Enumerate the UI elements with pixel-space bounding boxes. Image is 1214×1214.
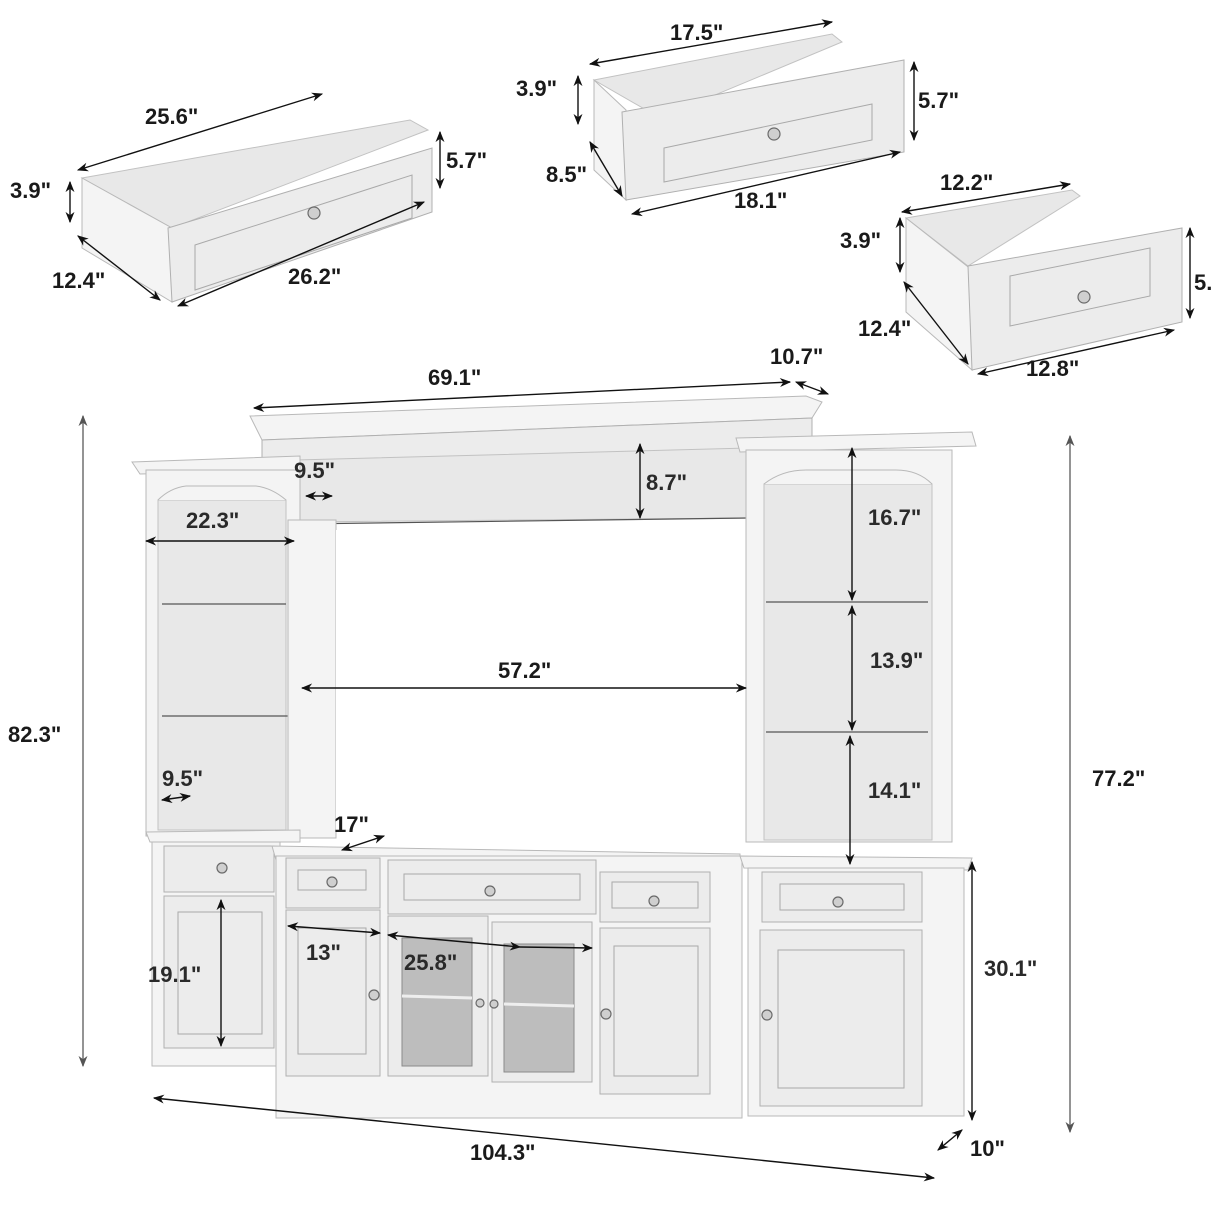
main-unit-dims: 69.1" 10.7" 9.5" 8.7" 22.3" 57.2" 9.5" 1… <box>8 344 1145 1182</box>
tv-opening-width-label: 57.2" <box>498 658 551 683</box>
medium-drawer-front-width: 18.1" <box>734 188 787 213</box>
small-drawer-side-height: 3.9" <box>840 228 881 253</box>
bookcase-height-label: 77.2" <box>1092 766 1145 791</box>
small-drawer-top-width: 12.2" <box>940 170 993 195</box>
side-cabinet-height-label: 30.1" <box>984 956 1037 981</box>
medium-drawer-top-width: 17.5" <box>670 20 723 45</box>
hutch-depth-label: 10.7" <box>770 344 823 369</box>
bookcase-shelf-depth-label: 9.5" <box>162 766 203 791</box>
shelf-height-bottom-label: 14.1" <box>868 778 921 803</box>
large-drawer-dims: 25.6" 3.9" 5.7" 12.4" 26.2" <box>10 92 487 307</box>
door-knob-icon <box>600 1008 612 1020</box>
total-height-label: 82.3" <box>8 722 61 747</box>
glass-doors-width-label: 25.8" <box>404 950 457 975</box>
large-drawer-front-width: 26.2" <box>288 264 341 289</box>
small-drawer-dims: 12.2" 3.9" 5. 12.4" 12.8" <box>840 170 1212 381</box>
medium-drawer-depth: 8.5" <box>546 162 587 187</box>
drawer-knob-icon <box>767 127 781 141</box>
medium-drawer <box>592 33 905 202</box>
small-drawer <box>904 189 1183 372</box>
medium-drawer-side-height: 3.9" <box>516 76 557 101</box>
door-knob-icon <box>475 998 485 1008</box>
drawer-knob-icon <box>307 206 321 220</box>
console-depth-label: 17" <box>334 812 369 837</box>
drawer-knob-icon <box>832 896 844 908</box>
side-door-height-label: 19.1" <box>148 962 201 987</box>
medium-drawer-dims: 17.5" 3.9" 5.7" 8.5" 18.1" <box>516 19 959 217</box>
bookcase-width-label: 22.3" <box>186 508 239 533</box>
right-bookcase-crown <box>735 431 977 453</box>
drawer-knob-icon <box>216 862 228 874</box>
small-drawer-depth: 12.4" <box>858 316 911 341</box>
total-width-label: 104.3" <box>470 1140 535 1165</box>
door-knob-icon <box>368 989 380 1001</box>
hutch-opening-height-label: 8.7" <box>646 470 687 495</box>
small-drawer-front-width: 12.8" <box>1026 356 1079 381</box>
drawer-knob-icon <box>1077 290 1091 304</box>
glass-door-right <box>503 943 575 1073</box>
side-cabinet-depth-label: 10" <box>970 1136 1005 1161</box>
drawer-knob-icon <box>648 895 660 907</box>
drawer-knob-icon <box>484 885 496 897</box>
shelf-height-top-label: 16.7" <box>868 505 921 530</box>
medium-drawer-front-height: 5.7" <box>918 88 959 113</box>
hutch-width-label: 69.1" <box>428 365 481 390</box>
large-drawer-side-height: 3.9" <box>10 178 51 203</box>
glass-door-left <box>401 937 473 1067</box>
small-drawer-front-height: 5. <box>1194 270 1212 295</box>
large-drawer-top-width: 25.6" <box>145 104 198 129</box>
console-door-width-label: 13" <box>306 940 341 965</box>
shelf-height-middle-label: 13.9" <box>870 648 923 673</box>
large-drawer <box>80 119 433 303</box>
door-knob-icon <box>489 999 499 1009</box>
entertainment-center <box>131 395 977 1119</box>
large-drawer-depth: 12.4" <box>52 268 105 293</box>
large-drawer-front-height: 5.7" <box>446 148 487 173</box>
drawer-knob-icon <box>326 876 338 888</box>
hutch-inner-depth-label: 9.5" <box>294 458 335 483</box>
door-knob-icon <box>761 1009 773 1021</box>
